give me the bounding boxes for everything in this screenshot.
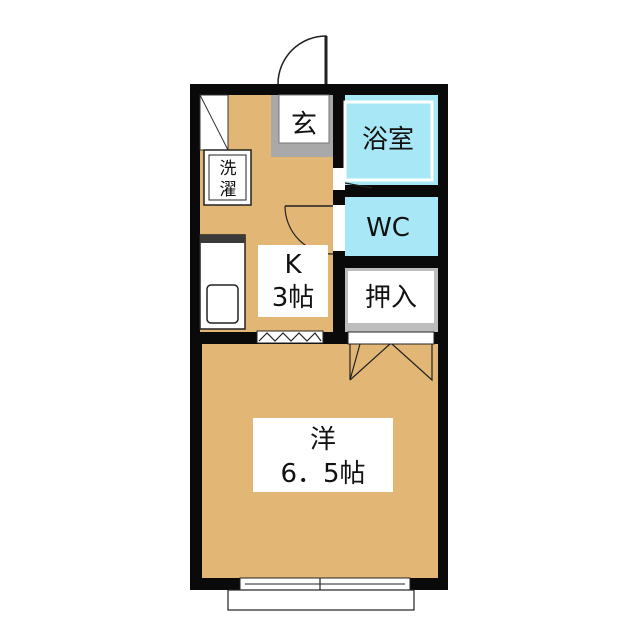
bath-label: 浴室 [362, 125, 414, 155]
laundry-label-2: 濯 [220, 180, 237, 200]
entrance-door-arc [277, 35, 327, 85]
toilet-label: WC [366, 213, 410, 243]
closet-door-gap [347, 331, 435, 345]
entrance-inner [278, 94, 330, 144]
bath-door-leaf [344, 182, 373, 189]
kitchen-label-bg [258, 245, 328, 317]
balcony [227, 589, 415, 611]
entrance-label: 玄 [291, 110, 317, 140]
closet-label: 押入 [365, 283, 417, 313]
bath-door-gap [333, 168, 345, 190]
toilet-floor [345, 197, 438, 256]
washer-box [203, 149, 252, 206]
closet-inner [348, 271, 434, 323]
washer-box-inner [208, 154, 247, 201]
western-label-2: 6．5帖 [280, 459, 365, 489]
folding-door-zigzag [258, 332, 322, 342]
closet-door-right [391, 343, 433, 382]
kitchen-label-1: K [284, 250, 302, 280]
sink-basin [206, 284, 239, 324]
western-label-1: 洋 [310, 425, 336, 455]
kitchen-label-2: 3帖 [272, 283, 315, 313]
laundry-label-1: 洗 [220, 159, 237, 179]
western-label-bg [253, 418, 393, 492]
closet-door-left-2 [349, 343, 391, 381]
counter-dark [200, 235, 245, 243]
bath-inner [343, 100, 434, 182]
wc-door-gap [333, 205, 345, 251]
laundry-diagonal [199, 94, 229, 151]
